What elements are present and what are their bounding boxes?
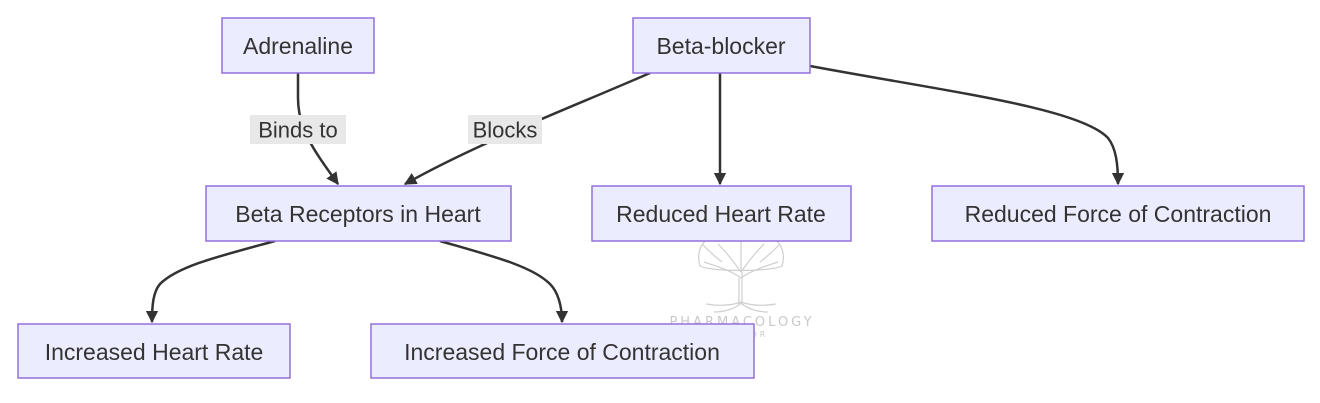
node-beta-receptors-label: Beta Receptors in Heart — [235, 201, 481, 227]
edge-label-blocks-text: Blocks — [473, 118, 538, 143]
node-increased-force: Increased Force of Contraction — [370, 323, 755, 379]
edge-receptors-to-increased-force — [439, 239, 569, 324]
node-beta-receptors: Beta Receptors in Heart — [205, 185, 512, 242]
edge-receptors-to-increased-heart-rate — [145, 239, 276, 324]
node-reduced-force-label: Reduced Force of Contraction — [965, 201, 1272, 227]
node-reduced-heart-rate: Reduced Heart Rate — [591, 185, 852, 242]
edge-label-binds-to: Binds to — [250, 115, 346, 144]
node-adrenaline-label: Adrenaline — [243, 33, 353, 59]
node-increased-heart-rate: Increased Heart Rate — [17, 323, 291, 379]
node-beta-blocker-label: Beta-blocker — [656, 33, 785, 59]
node-reduced-force: Reduced Force of Contraction — [931, 185, 1305, 242]
node-reduced-heart-rate-label: Reduced Heart Rate — [616, 201, 826, 227]
edge-label-blocks: Blocks — [468, 115, 542, 144]
node-increased-force-label: Increased Force of Contraction — [404, 339, 720, 365]
node-increased-heart-rate-label: Increased Heart Rate — [45, 339, 264, 365]
edge-label-binds-to-text: Binds to — [258, 118, 338, 143]
node-beta-blocker: Beta-blocker — [632, 17, 811, 74]
edge-betablocker-to-reduced-force — [809, 64, 1125, 186]
node-adrenaline: Adrenaline — [221, 17, 375, 74]
watermark: PHARMACOLOGY MENTOR — [669, 224, 812, 339]
